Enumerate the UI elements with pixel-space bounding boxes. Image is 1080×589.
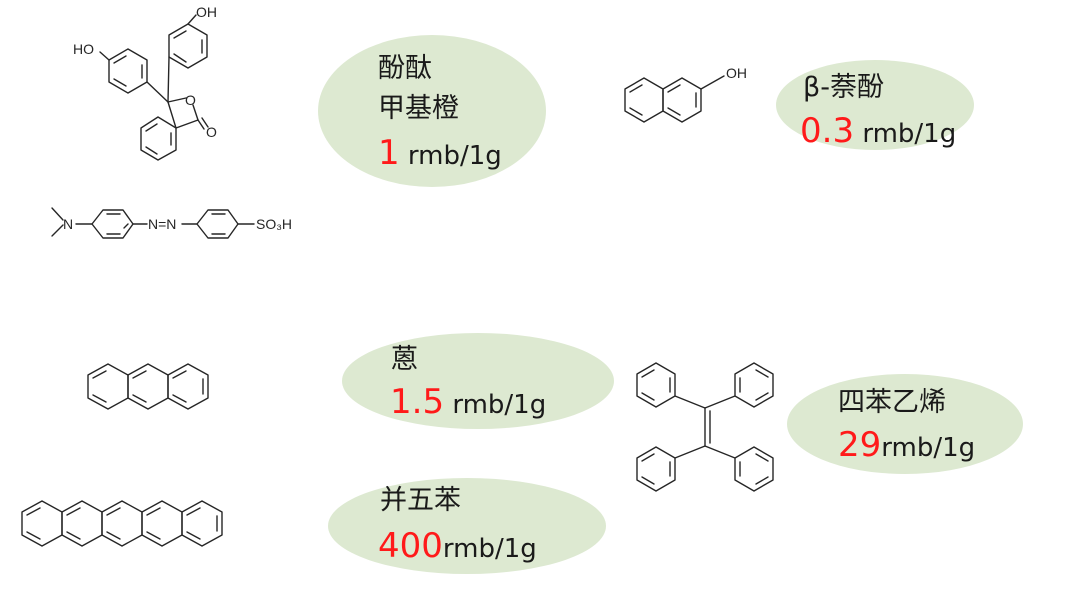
atom-label-o-ring: O [185,92,196,108]
methyl-orange-structure: N N=N SO₃H [51,207,292,239]
compound-name-methyl-orange: 甲基橙 [378,93,459,124]
anthracene-structure [87,363,209,410]
atom-label-ho-left: HO [73,41,94,57]
price-unit: rmb/1g [444,390,547,420]
price-bubble-phenolphthalein [318,35,546,187]
price-unit: rmb/1g [854,119,957,149]
price-bubble-pentacene [328,478,606,574]
compound-name-anthracene: 蒽 [391,344,418,375]
price-bubble-2-naphthol [776,60,974,150]
price-unit: rmb/1g [442,534,537,564]
price-bubble-anthracene [342,333,614,429]
price-unit: rmb/1g [399,141,502,171]
atom-label-azo: N=N [148,216,176,232]
atom-label-oh-top: OH [196,4,217,20]
price-value: 29 [838,425,882,465]
compound-name-phenolphthalein: 酚酞 [378,53,432,84]
pentacene-structure [21,500,223,547]
price-value: 0.3 [800,111,855,151]
price-phenolphthalein: 1 rmb/1g [378,136,502,173]
atom-label-so3h: SO₃H [256,216,292,232]
price-tetraphenylethylene: 29rmb/1g [838,428,975,465]
compound-name-pentacene: 并五苯 [380,485,461,516]
atom-label-oh: OH [726,65,747,81]
atom-label-o-carbonyl: O [206,124,217,140]
2-naphthol-structure: OH [624,65,747,123]
compound-name-tetraphenylethylene: 四苯乙烯 [838,387,946,418]
price-anthracene: 1.5 rmb/1g [390,385,546,422]
price-unit: rmb/1g [881,433,976,463]
price-value: 1.5 [390,382,445,422]
price-2-naphthol: 0.3 rmb/1g [800,114,956,151]
price-value: 1 [378,133,400,173]
atom-label-n: N [63,216,73,232]
price-pentacene: 400rmb/1g [378,529,537,566]
price-value: 400 [378,526,443,566]
compound-name-2-naphthol: β-萘酚 [803,72,884,103]
tetraphenylethylene-structure [636,362,774,492]
price-bubble-tetraphenylethylene [787,374,1023,474]
phenolphthalein-structure: OH HO O O [73,4,217,161]
